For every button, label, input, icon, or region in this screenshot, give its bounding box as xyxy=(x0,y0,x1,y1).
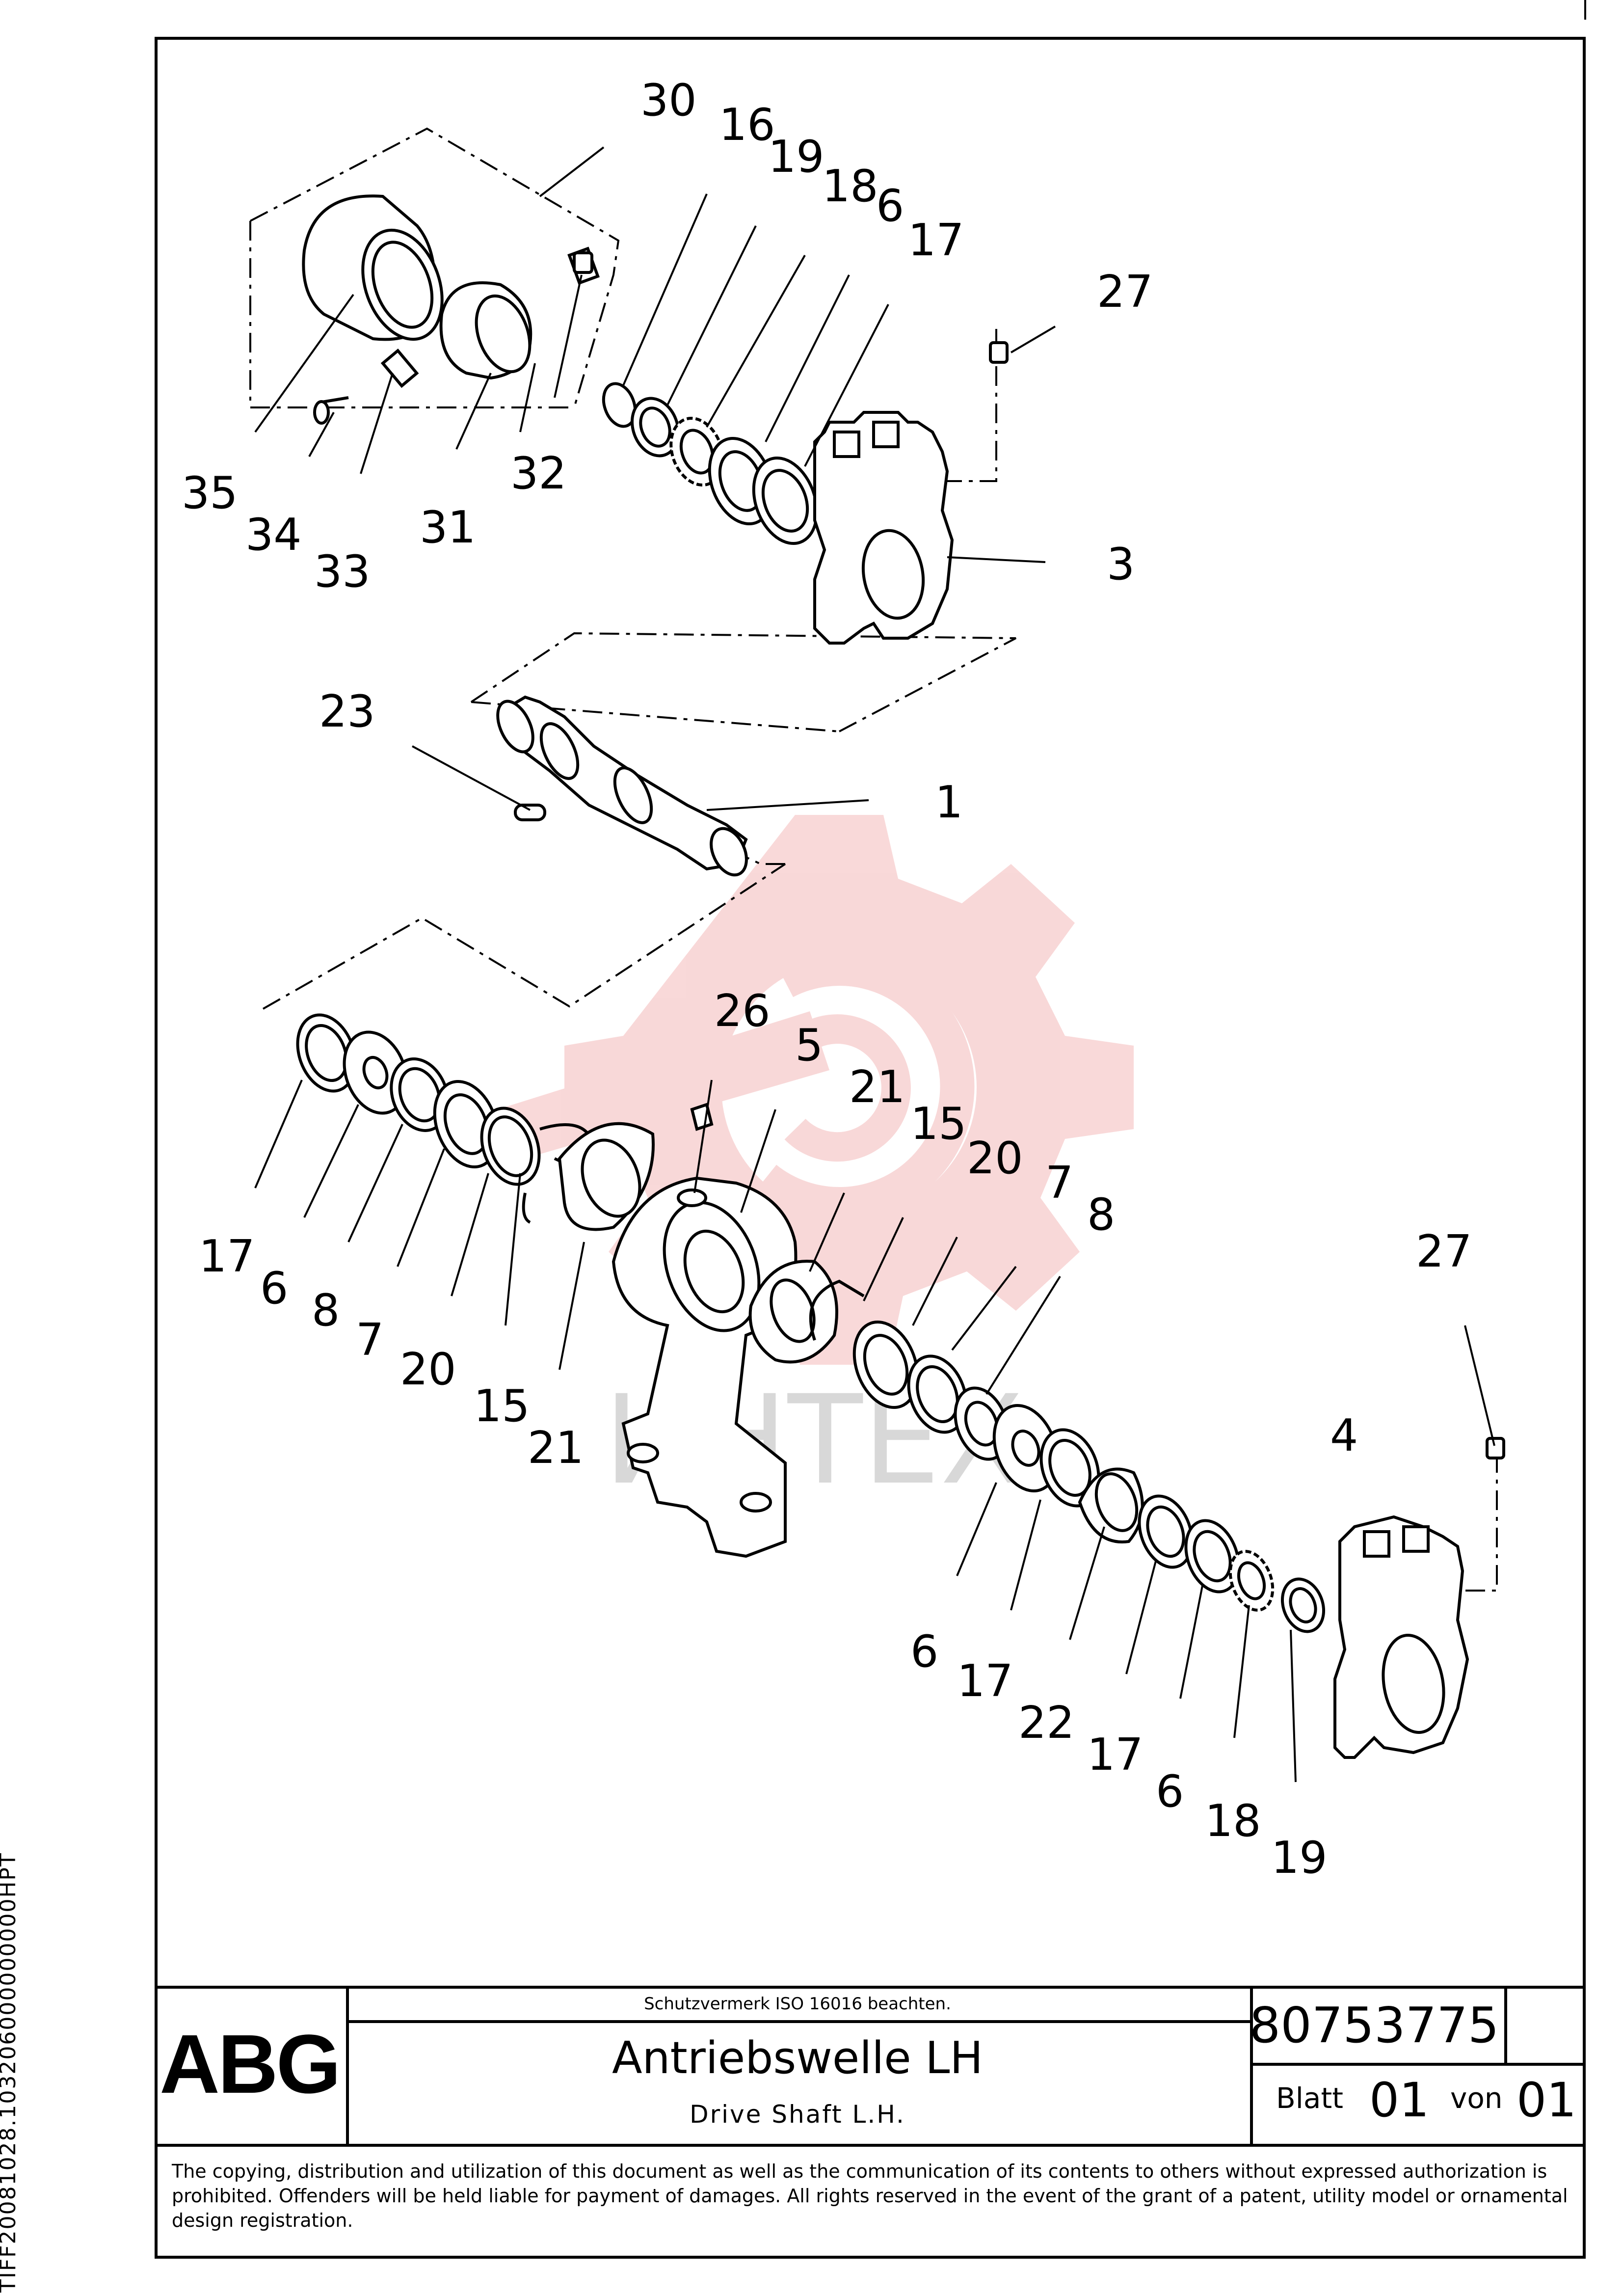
callout-7-right: 7 xyxy=(1045,1157,1073,1209)
callout-23: 23 xyxy=(319,686,375,737)
callout-1: 1 xyxy=(935,777,963,828)
callout-6-lower-a: 6 xyxy=(910,1626,938,1677)
callout-17-lower-b: 17 xyxy=(1087,1729,1144,1781)
sheet-number: 01 xyxy=(1369,2073,1430,2128)
callout-8-left: 8 xyxy=(312,1285,340,1336)
drawing-border xyxy=(155,37,1586,2259)
callout-22: 22 xyxy=(1018,1697,1075,1749)
callout-30: 30 xyxy=(640,75,697,126)
callout-27: 27 xyxy=(1097,266,1153,318)
callout-33: 33 xyxy=(314,546,371,597)
bushing-group xyxy=(302,194,600,425)
protection-note: Schutzvermerk ISO 16016 beachten. xyxy=(644,1994,951,2014)
drawing-title-en: Drive Shaft L.H. xyxy=(690,2100,905,2129)
callout-6-left: 6 xyxy=(260,1263,288,1314)
callout-19: 19 xyxy=(768,131,825,183)
sheet-label: Blatt xyxy=(1276,2081,1343,2115)
total-sheets: 01 xyxy=(1517,2073,1577,2128)
company-logo: ABG xyxy=(160,2018,341,2111)
side-file-code-text: TIFF20081028.103206000000000HPT xyxy=(0,1852,21,2293)
callout-18: 18 xyxy=(822,161,878,212)
callout-3: 3 xyxy=(1107,539,1135,590)
callout-27-lower: 27 xyxy=(1416,1226,1472,1277)
callout-15-left: 15 xyxy=(474,1380,530,1432)
grease-nipples xyxy=(573,251,1505,1459)
upper-washer-stack xyxy=(602,382,819,545)
callout-5: 5 xyxy=(795,1020,823,1071)
pillow-block-5 xyxy=(612,1103,798,1558)
callout-34: 34 xyxy=(245,509,302,561)
callout-17-left: 17 xyxy=(199,1231,255,1282)
callout-21-left: 21 xyxy=(528,1422,584,1474)
drive-shaft-1 xyxy=(496,695,748,877)
lower-washer-stack-left xyxy=(296,1013,655,1231)
callout-20-right: 20 xyxy=(967,1133,1023,1184)
bearing-housing-4 xyxy=(1333,1515,1469,1759)
leader-lines xyxy=(254,146,1495,1783)
callout-31: 31 xyxy=(420,502,476,553)
callout-18-lower: 18 xyxy=(1205,1795,1261,1847)
callout-7-left: 7 xyxy=(356,1314,384,1366)
title-block-frame xyxy=(156,1986,1584,2147)
callout-17-lower-a: 17 xyxy=(957,1655,1013,1707)
callout-26: 26 xyxy=(714,985,771,1037)
callout-6: 6 xyxy=(876,180,904,232)
callout-20-left: 20 xyxy=(400,1344,456,1395)
drawing-title-de: Antriebswelle LH xyxy=(612,2032,984,2084)
bearing-housing-3 xyxy=(813,411,954,645)
callout-16: 16 xyxy=(719,99,775,151)
of-label: von xyxy=(1450,2081,1503,2115)
callout-35: 35 xyxy=(182,467,238,519)
callout-15-right: 15 xyxy=(910,1098,967,1150)
lower-washer-stack-right xyxy=(748,1260,1326,1633)
document-number: 80753775 xyxy=(1249,1996,1499,2054)
callout-6-lower-b: 6 xyxy=(1156,1766,1184,1817)
callout-32: 32 xyxy=(510,448,567,499)
copyright-notice: The copying, distribution and utilizatio… xyxy=(172,2161,1568,2231)
callout-21-right: 21 xyxy=(849,1061,905,1113)
callout-19-lower: 19 xyxy=(1271,1832,1328,1884)
callout-8-right: 8 xyxy=(1087,1189,1115,1241)
callout-4: 4 xyxy=(1330,1410,1358,1461)
side-file-code: TIFF20081028.103206000000000HPT xyxy=(0,1777,29,2293)
callout-17: 17 xyxy=(908,215,964,266)
callout-labels: 30 16 19 18 6 17 27 35 34 33 31 32 3 23 … xyxy=(182,75,1472,1884)
